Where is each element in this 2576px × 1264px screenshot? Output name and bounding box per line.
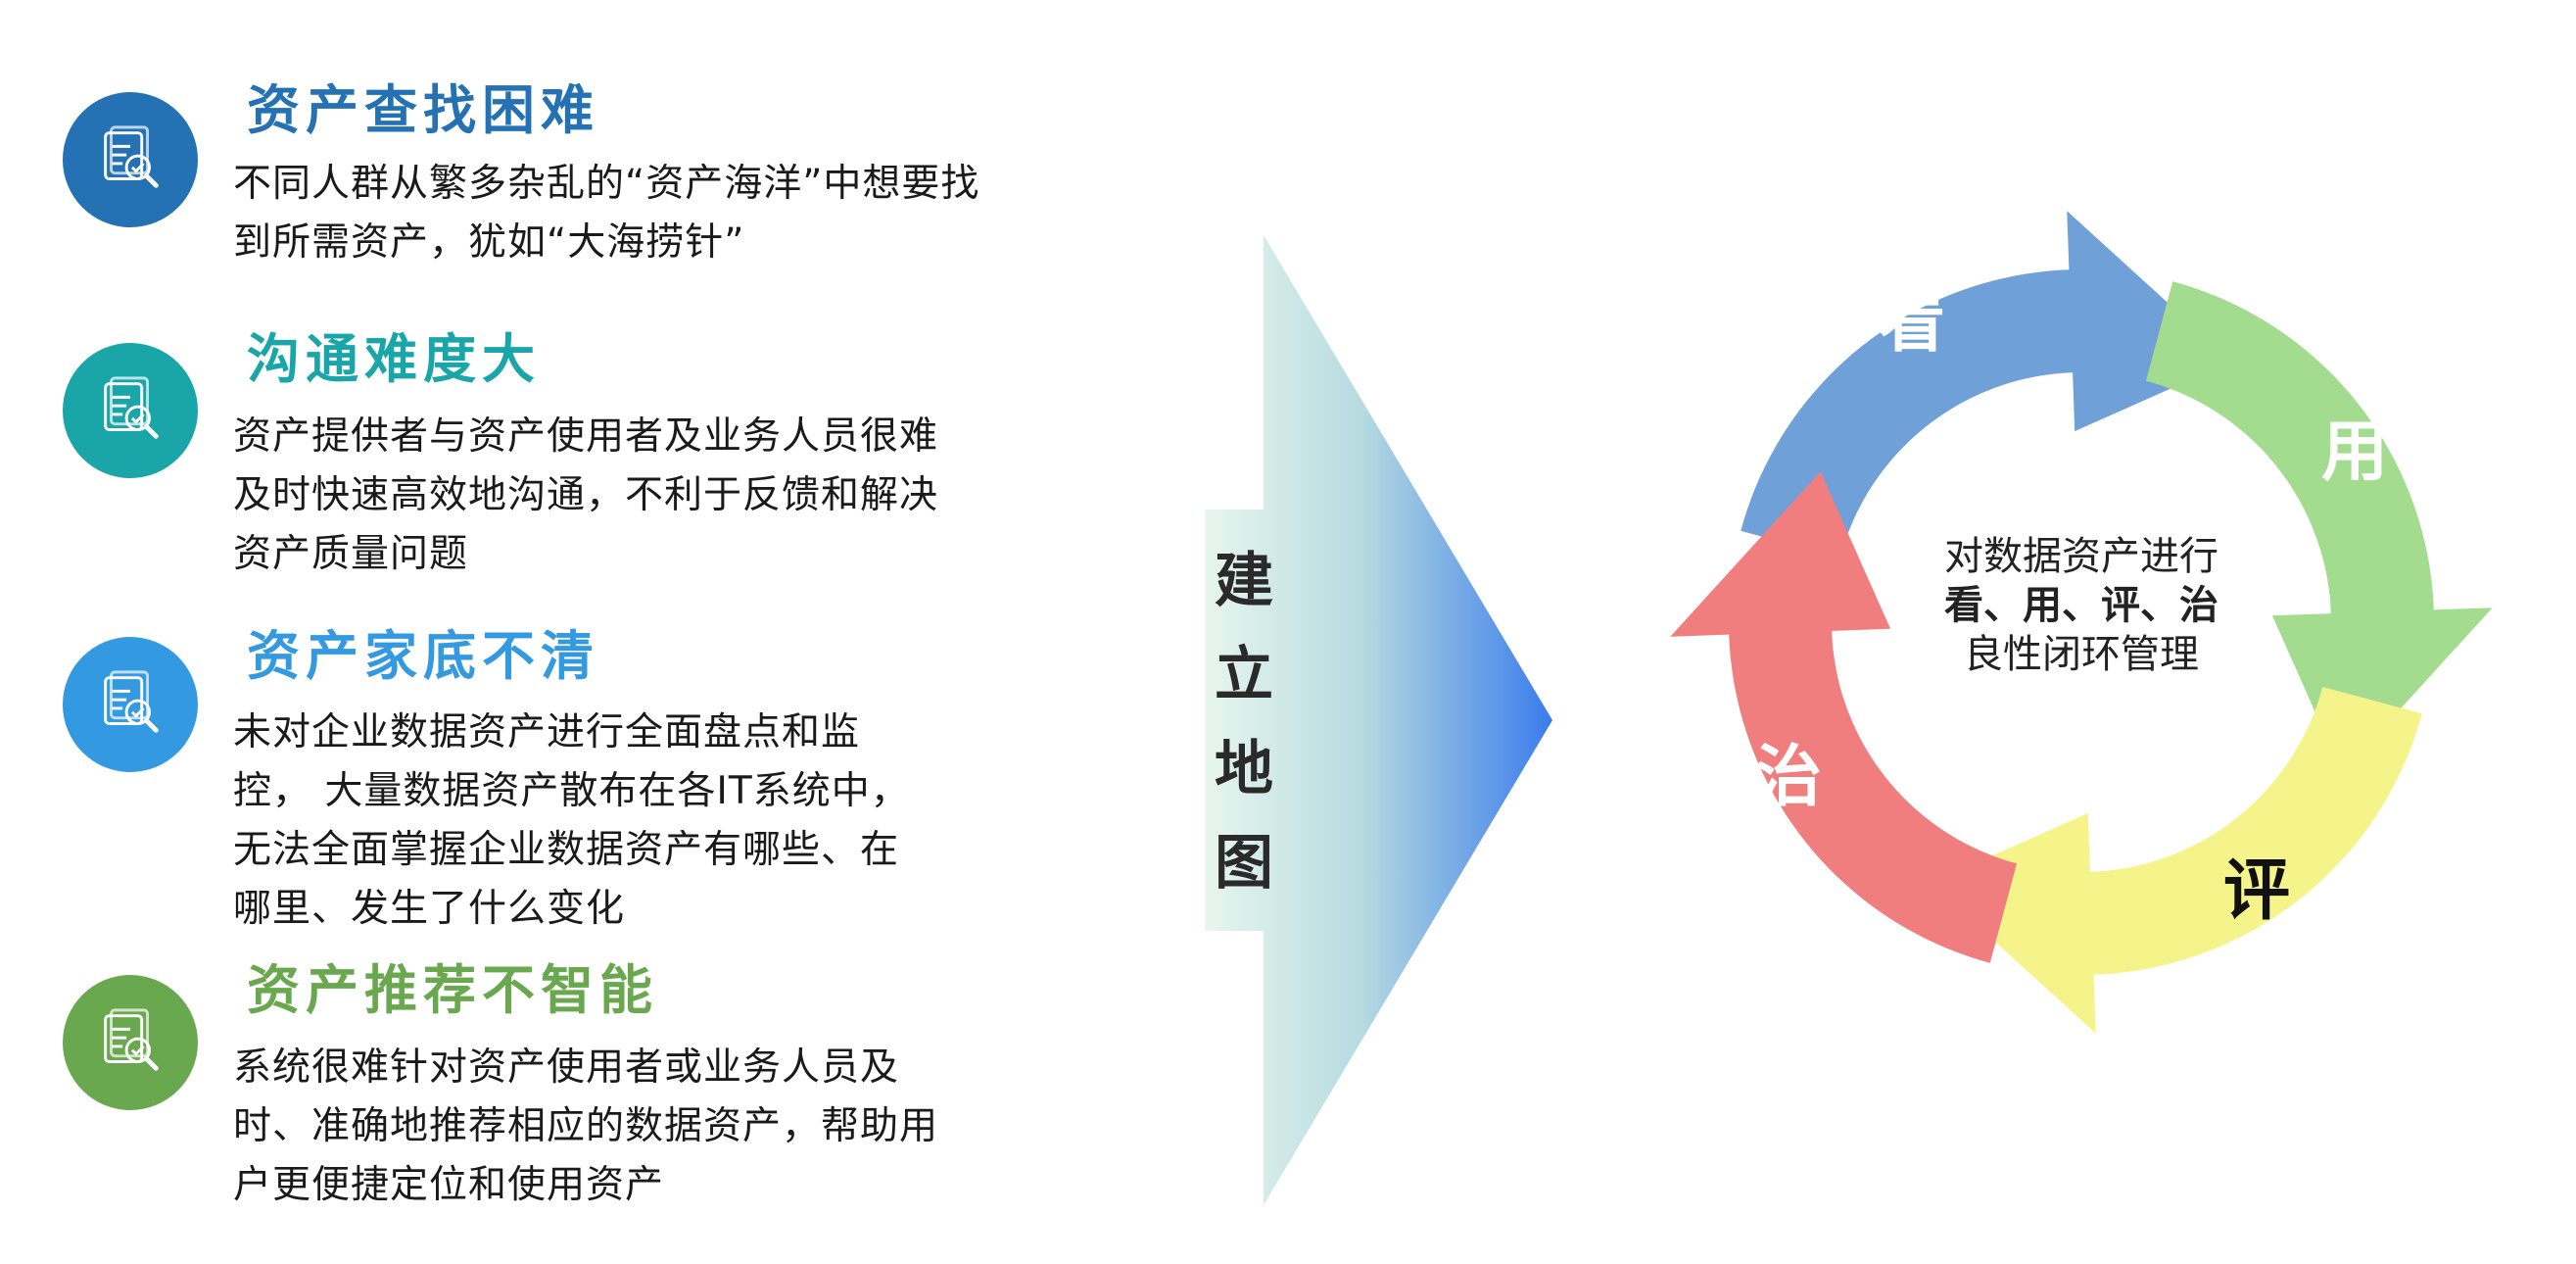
card-description: 资产提供者与资产使用者及业务人员很难 及时快速高效地沟通，不利于反馈和解决 资产… — [233, 408, 1095, 584]
document-search-icon — [104, 670, 159, 733]
cycle-center-text: 对数据资产进行 看、用、评、治 良性闭环管理 — [1885, 532, 2277, 679]
card-description-line: 及时快速高效地沟通，不利于反馈和解决 — [233, 473, 939, 517]
card-description-line: 户更便捷定位和使用资产 — [233, 1163, 665, 1207]
card-description-line: 未对企业数据资产进行全面盘点和监 — [233, 710, 861, 754]
card-title: 资产查找困难 — [247, 79, 599, 141]
card-description-line: 时、准确地推荐相应的数据资产，帮助用 — [233, 1104, 939, 1148]
document-search-icon — [104, 125, 159, 188]
cycle-arrow-view — [1741, 211, 2232, 559]
card-description-line: 系统很难针对资产使用者或业务人员及 — [233, 1045, 900, 1090]
center-text-line: 对数据资产进行 — [1944, 534, 2218, 579]
card-description-line: 不同人群从繁多杂乱的“资产海洋”中想要找 — [233, 162, 980, 206]
cycle-label-govern: 治 — [1755, 739, 1823, 816]
arrow-label-char: 图 — [1215, 829, 1273, 898]
cycle-label-use: 用 — [2321, 413, 2389, 491]
cycle-arrow-govern — [1670, 471, 2017, 963]
document-search-icon — [104, 1008, 159, 1071]
card-icon-circle — [63, 637, 198, 772]
cycle-label-view: 看 — [1879, 284, 1946, 362]
arrow-label-char: 地 — [1215, 735, 1273, 803]
card-icon-circle — [63, 343, 198, 478]
card-description: 未对企业数据资产进行全面盘点和监 控， 大量数据资产散布在各IT系统中， 无法全… — [233, 704, 1095, 939]
card-title: 资产家底不清 — [247, 625, 599, 687]
center-text-line: 看、用、评、治 — [1944, 583, 2218, 628]
card-description-line: 无法全面掌握企业数据资产有哪些、在 — [233, 828, 900, 872]
cycle-arrow-use — [2146, 281, 2493, 773]
card-icon-circle — [63, 975, 198, 1110]
arrow-label-char: 立 — [1215, 641, 1273, 709]
card-title: 沟通难度大 — [247, 328, 541, 390]
cycle-label-evaluate: 评 — [2223, 852, 2291, 930]
card-description-line: 资产质量问题 — [233, 532, 469, 576]
card-description-line: 控， 大量数据资产散布在各IT系统中， — [233, 769, 910, 813]
build-map-arrow — [1205, 235, 1552, 1205]
card-description: 系统很难针对资产使用者或业务人员及 时、准确地推荐相应的数据资产，帮助用 户更便… — [233, 1039, 1095, 1215]
card-icon-circle — [63, 92, 198, 227]
cycle-diagram — [1670, 211, 2493, 1034]
card-description-line: 资产提供者与资产使用者及业务人员很难 — [233, 414, 939, 459]
card-description-line: 哪里、发生了什么变化 — [233, 887, 626, 931]
cycle-arrow-evaluate — [1931, 687, 2422, 1034]
card-title: 资产推荐不智能 — [247, 959, 658, 1021]
card-description-line: 到所需资产，犹如“大海捞针” — [233, 220, 745, 265]
build-map-label: 建 立 地 图 — [1207, 534, 1281, 910]
document-search-icon — [104, 376, 159, 439]
card-description: 不同人群从繁多杂乱的“资产海洋”中想要找 到所需资产，犹如“大海捞针” — [233, 155, 1095, 272]
arrow-label-char: 建 — [1215, 547, 1273, 615]
center-text-line: 良性闭环管理 — [1964, 632, 2199, 677]
